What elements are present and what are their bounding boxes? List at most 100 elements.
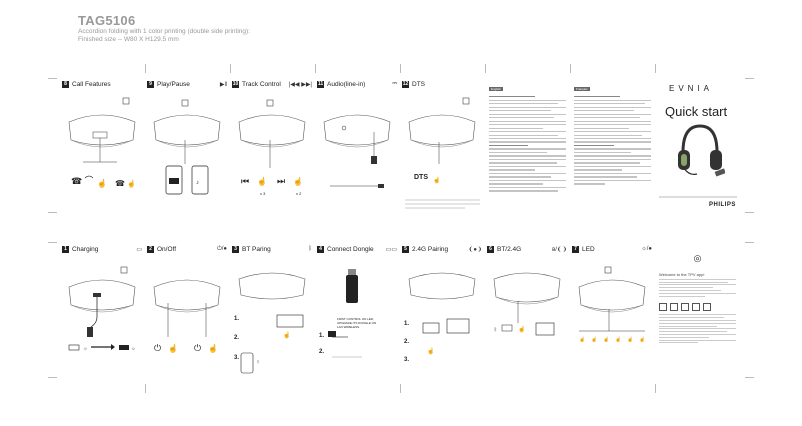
led-bulb-icon: ☼/● — [641, 246, 652, 252]
crop-mark — [400, 384, 401, 393]
philips-logo: PHILIPS — [709, 202, 736, 208]
battery-icon: ▭ — [136, 247, 142, 253]
headset-mode-illustration: ᛒ ☝ — [493, 272, 561, 336]
step-3-label: 3. — [404, 357, 410, 363]
track-skip-icon: |◀◀ ▶▶| — [288, 82, 312, 88]
headset-play-illustration: ♪ — [153, 99, 221, 195]
certification-marks — [659, 302, 736, 313]
dongle-illustration — [328, 269, 362, 358]
svg-text:☝: ☝ — [627, 336, 633, 343]
svg-text:☝: ☝ — [208, 343, 218, 353]
crop-mark — [745, 78, 754, 79]
press-count-next: x 2 — [296, 191, 302, 196]
phone-reject-icon: ☎ — [115, 179, 125, 188]
step-number: 1 — [62, 246, 69, 253]
svg-text:☼: ☼ — [131, 346, 136, 352]
quick-start-title: Quick start — [665, 104, 728, 119]
crop-mark — [48, 78, 57, 79]
app-logo-icon: ◎ — [693, 253, 702, 263]
svg-text:☼: ☼ — [83, 346, 88, 352]
step-number: 5 — [402, 246, 409, 253]
headset-cable-illustration — [323, 114, 391, 188]
crop-mark — [655, 64, 656, 73]
cover-panel: EVNIA Quick start PHILIPS — [655, 78, 740, 213]
headset-track-illustration: ⏮ ☝ ⏭ ☝ — [238, 99, 306, 186]
panel-title: Call Features — [72, 81, 111, 88]
step-number: 8 — [62, 81, 69, 88]
step-number: 4 — [317, 246, 324, 253]
svg-text:♪: ♪ — [196, 180, 199, 186]
headset-call-illustration: ☎ ☝ ☎ ☝ — [68, 97, 136, 188]
crop-mark — [315, 64, 316, 73]
svg-text:☝: ☝ — [615, 336, 621, 343]
step-2-label: 2. — [404, 339, 410, 345]
step-number: 11 — [317, 81, 324, 88]
crop-mark — [145, 64, 146, 73]
panel-title: Play/Pause — [157, 81, 190, 88]
line-in-cable-icon: ⎓ — [392, 81, 397, 87]
svg-text:ᛒ: ᛒ — [257, 359, 259, 364]
panel-title: Track Control — [242, 81, 281, 88]
brand-name: EVNIA — [669, 84, 714, 93]
crop-mark — [230, 64, 231, 73]
step-2-label: 2. — [234, 335, 240, 341]
panel-title: Audio(line-in) — [327, 81, 366, 88]
svg-text:☝: ☝ — [603, 336, 609, 343]
wireless-icon: ❨●❩ — [468, 247, 482, 253]
step-2-label: 2. — [319, 349, 325, 355]
dongle-note: FIRST CONTROL ON LED, UPGRADE ITS DONGLE… — [337, 317, 377, 329]
step-1-label: 1. — [319, 333, 325, 339]
legal-heading: Welcome to the TPV app! — [659, 272, 705, 277]
play-pause-icon: ▶‖ — [219, 82, 227, 88]
press-count-previous: x 3 — [260, 191, 266, 196]
svg-text:☝: ☝ — [591, 336, 597, 343]
instructions-column-2: Français — [570, 78, 655, 213]
hand-press-icon: ☝ — [97, 178, 107, 188]
step-number: 12 — [402, 81, 409, 88]
crop-mark — [655, 384, 656, 393]
headset-24g-illustration: ☝ — [408, 272, 476, 355]
headset-led-illustration: ☝ ☝ ☝ ☝ ☝ ☝ — [578, 266, 646, 343]
svg-text:☝: ☝ — [283, 331, 290, 339]
svg-text:☝: ☝ — [433, 176, 440, 184]
crop-mark — [745, 212, 754, 213]
legal-panel: ◎ Welcome to the TPV app! — [655, 243, 740, 378]
svg-text:☝: ☝ — [168, 343, 178, 353]
panel-title: LED — [582, 246, 595, 253]
bt-wireless-switch-icon: ʙ/❨❩ — [552, 247, 567, 253]
headset-product-image — [678, 124, 725, 177]
svg-text:☝: ☝ — [639, 336, 645, 343]
crop-mark — [48, 377, 57, 378]
power-icon: ⏻/● — [216, 246, 227, 252]
panel-title: On/Off — [157, 246, 177, 253]
crop-mark — [745, 377, 754, 378]
crop-mark — [48, 212, 57, 213]
previous-track-icon: ⏮ — [241, 176, 249, 186]
crop-mark — [485, 64, 486, 73]
model-number: TAG5106 — [78, 13, 136, 28]
phone-answer-icon: ☎ — [71, 176, 82, 186]
dongle-icon: ▭▭ — [385, 247, 397, 253]
step-number: 9 — [147, 81, 154, 88]
next-track-icon: ⏭ — [277, 176, 285, 186]
step-number: 3 — [232, 246, 239, 253]
step-1-label: 1. — [234, 316, 240, 322]
headset-power-illustration: ⏻ ☝ ⏻ ☝ — [153, 279, 221, 353]
step-1-label: 1. — [404, 321, 410, 327]
language-label: English — [489, 87, 503, 91]
crop-mark — [48, 242, 57, 243]
headset-charging-illustration: ☼ ☼ — [68, 266, 136, 352]
step-number: 10 — [232, 81, 239, 88]
language-label: Français — [574, 87, 590, 91]
hand-hold-icon: ☝ — [127, 179, 136, 188]
